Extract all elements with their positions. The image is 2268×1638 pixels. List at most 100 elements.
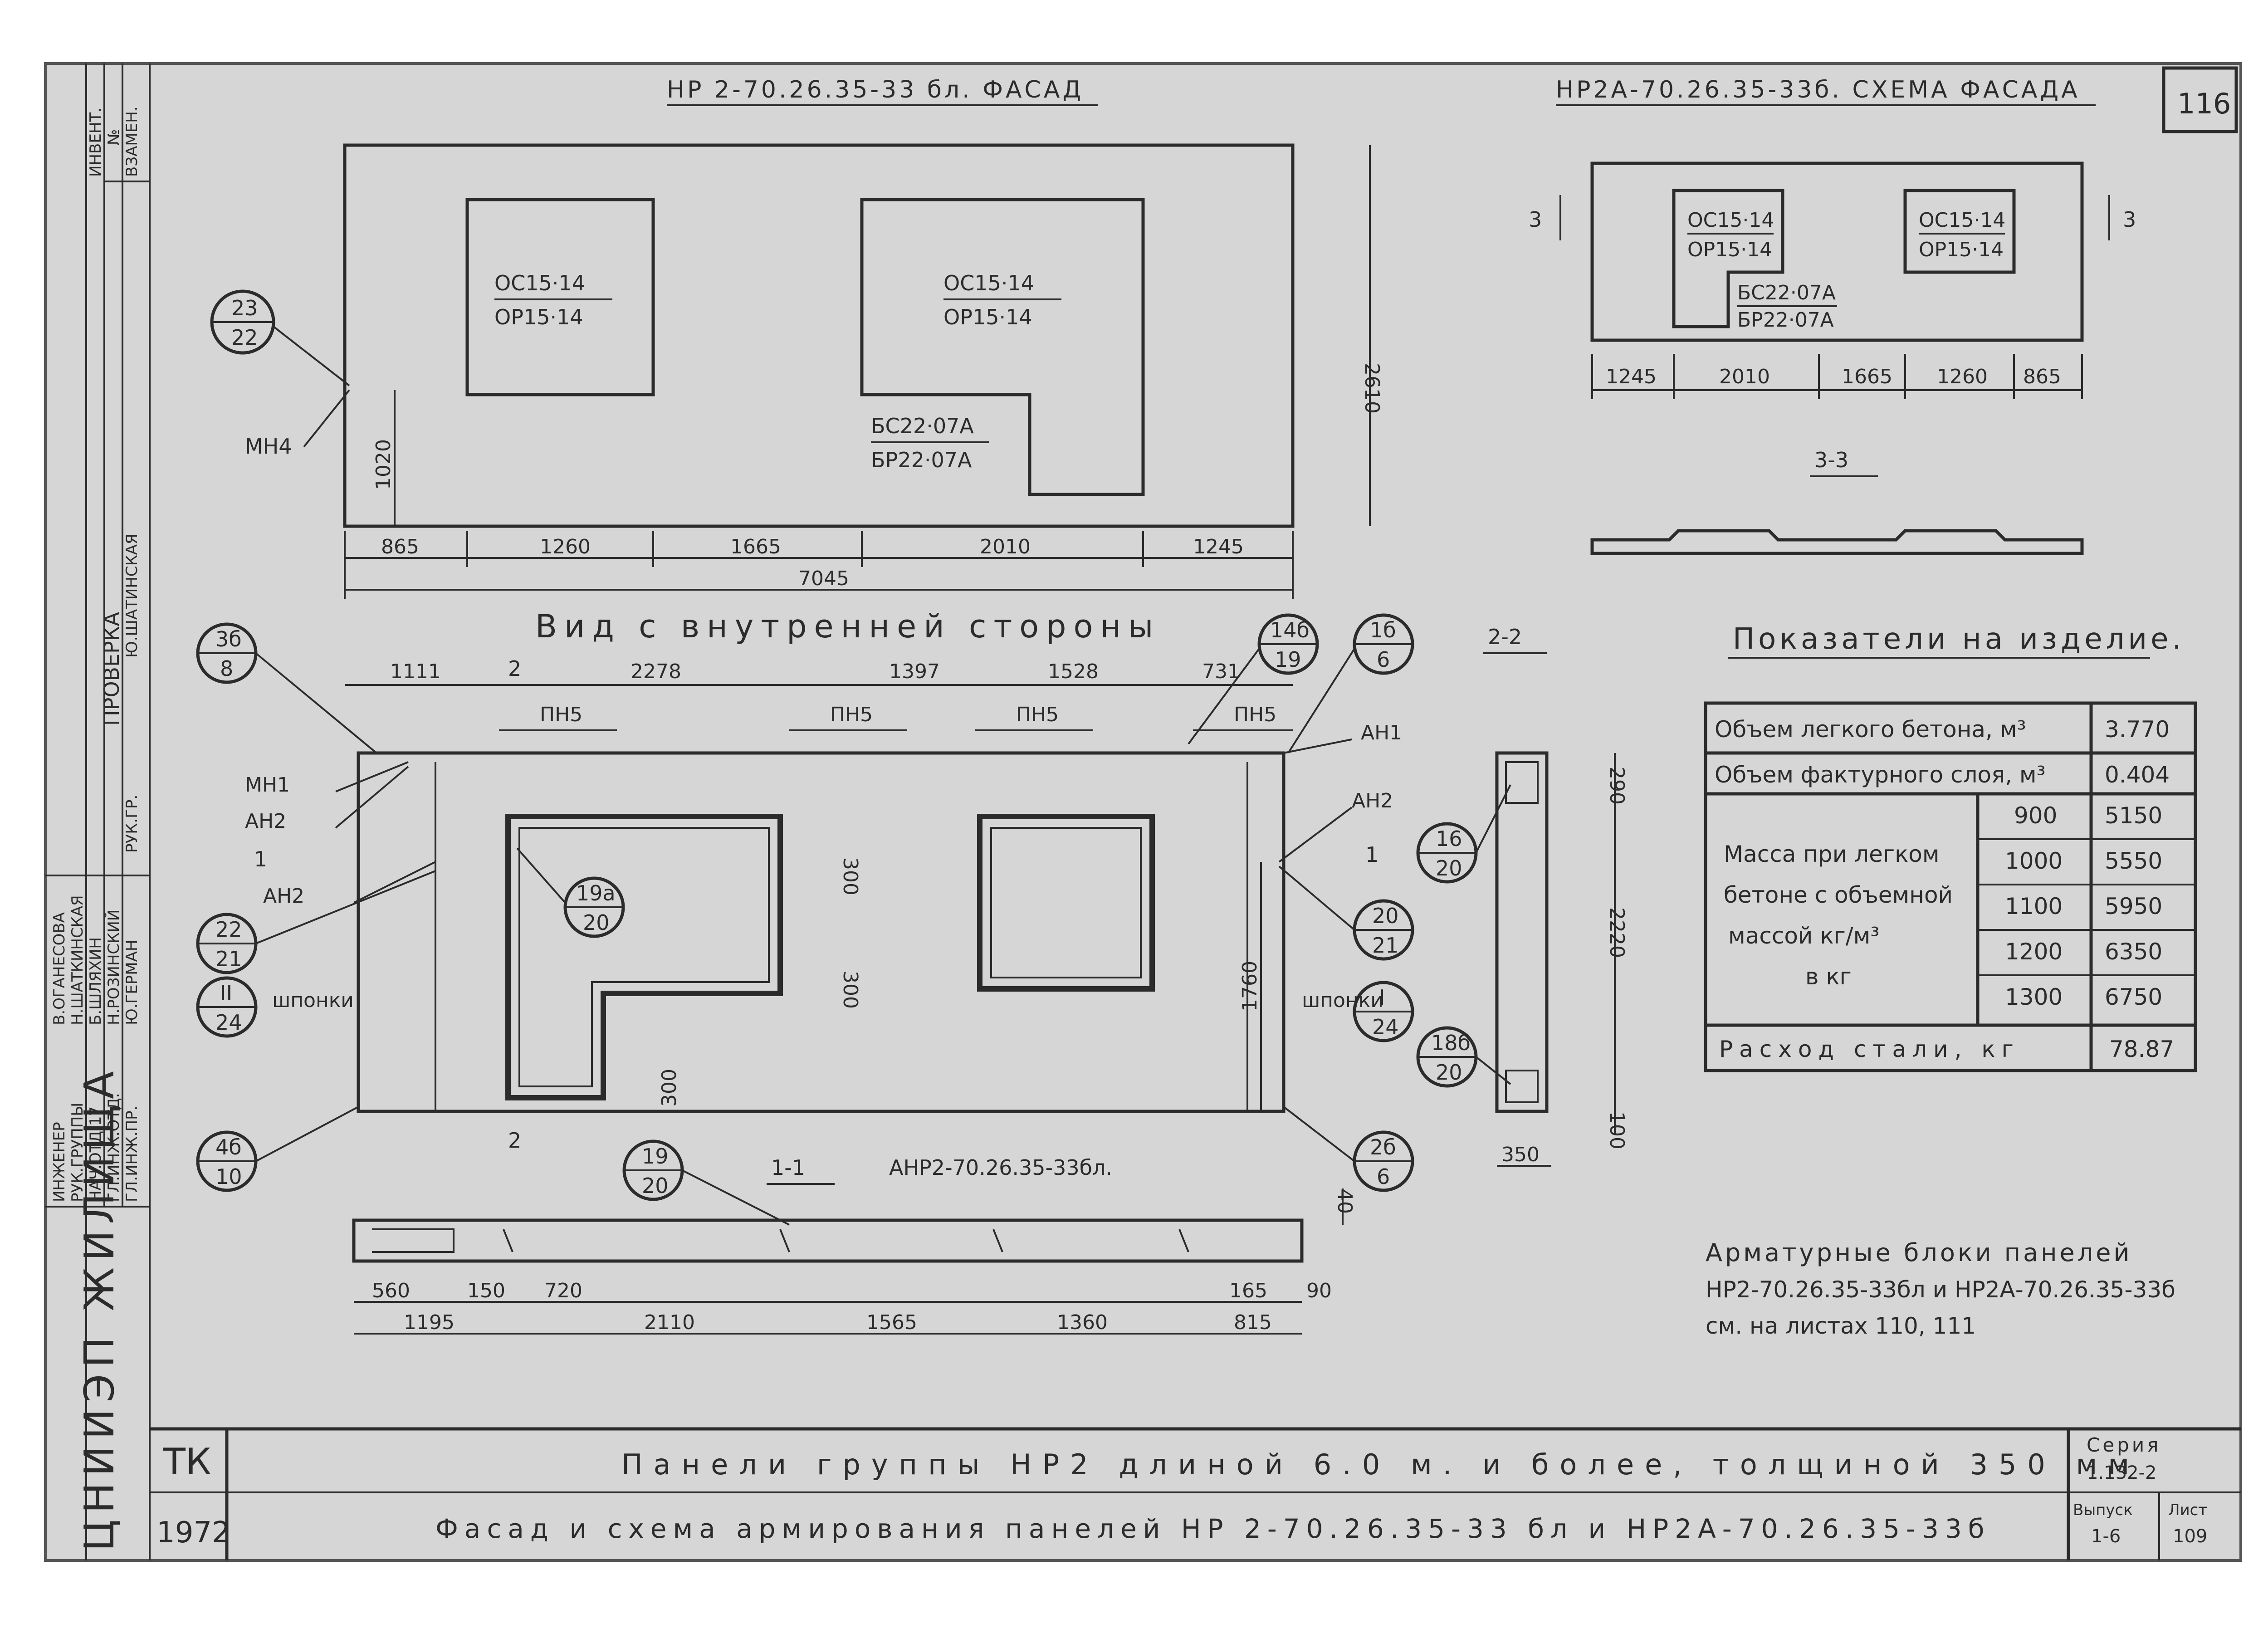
role-2: ГЛ.ИНЖ.ОТД.	[105, 1093, 123, 1202]
series-value: 1.132-2	[2087, 1462, 2156, 1483]
svg-text:1б: 1б	[1370, 618, 1396, 642]
steel-value: 78.87	[2109, 1036, 2174, 1062]
section-11-top-150: 150	[467, 1279, 505, 1302]
role-4: РУК.ГРУППЫ	[68, 1103, 87, 1202]
facade-dim-2: 1260	[540, 535, 591, 558]
sheet-value: 109	[2173, 1526, 2207, 1547]
section-11-view: 1-1 АНР2-70.26.35-33бл. 40 560 150 720 1…	[352, 1155, 1356, 1335]
section-11-bottom-2110: 2110	[644, 1311, 695, 1334]
name-1: Б.ШЛЯХИН	[87, 937, 105, 1025]
svg-text:24: 24	[215, 1010, 242, 1035]
note: Арматурные блоки панелей НР2-70.26.35-33…	[1706, 1238, 2175, 1339]
dim-v-300-3: 300	[658, 1069, 681, 1107]
svg-text:8: 8	[220, 656, 233, 681]
label-keys-left: шпонки	[272, 989, 354, 1012]
inner-dim-1: 1111	[390, 660, 441, 683]
callout-1b-6: 1б6	[1287, 613, 1414, 754]
section-11-bottom-1565: 1565	[866, 1311, 917, 1334]
sheet-label: Лист	[2168, 1501, 2207, 1519]
scheme-win2-os: ОС15·14	[1919, 209, 2005, 232]
inner-dim-4: 1528	[1048, 660, 1099, 683]
facade-win2-os: ОС15·14	[943, 271, 1034, 295]
inv-no-label: №	[105, 129, 123, 145]
facade-title: НР 2-70.26.35-33 бл. ФАСАД	[667, 76, 1084, 103]
name-3: Ю.ГЕРМАН	[123, 940, 141, 1025]
issue-value: 1-6	[2091, 1526, 2121, 1547]
density-1300: 1300	[2005, 984, 2063, 1010]
scheme-window-door	[1672, 189, 1784, 328]
mass-label-2: бетоне с объемной	[1724, 882, 1953, 908]
svg-text:22: 22	[215, 917, 242, 942]
series-label: Серия	[2087, 1434, 2161, 1456]
inner-cut-top: 2	[508, 656, 521, 681]
section-22-dim-100: 100	[1605, 1111, 1628, 1149]
svg-text:16: 16	[1436, 826, 1462, 851]
section-22-title: 2-2	[1488, 625, 1522, 649]
check-name: Ю.ШАТИНСКАЯ	[123, 533, 141, 658]
section-11-bottom-815: 815	[1234, 1311, 1272, 1334]
facade-dim-1: 865	[381, 535, 419, 558]
name-4: Н.ШАТКИНСКАЯ	[68, 895, 87, 1025]
svg-text:14б: 14б	[1270, 618, 1310, 642]
density-1200: 1200	[2005, 939, 2063, 965]
section-22-dim-290: 290	[1605, 767, 1628, 805]
scheme-outline	[1590, 161, 2084, 342]
row-light-concrete-label: Объем легкого бетона, м³	[1715, 716, 2026, 743]
svg-text:21: 21	[215, 947, 242, 971]
mass-1100: 5950	[2105, 893, 2162, 919]
svg-text:19а: 19а	[576, 881, 616, 905]
facade-sill-dim: 1020	[372, 439, 395, 490]
facade-win1-os: ОС15·14	[494, 271, 585, 295]
scheme-view: НР2А-70.26.35-33б. СХЕМА ФАСАДА ОС15·14 …	[1529, 76, 2136, 555]
row-facing-label: Объем фактурного слоя, м³	[1715, 762, 2046, 788]
callout-2b-6: 2б6	[1283, 1106, 1414, 1192]
mass-label-3: массой кг/м³	[1728, 923, 1879, 949]
svg-text:18б: 18б	[1431, 1031, 1471, 1055]
label-keys-right: шпонки	[1302, 989, 1383, 1012]
section-11-profile	[352, 1218, 1304, 1263]
pn-2: ПН5	[830, 703, 873, 726]
role-5: ИНЖЕНЕР	[50, 1122, 68, 1202]
inner-view: Вид с внутренней стороны 1111 2278 1397 …	[196, 608, 1414, 1226]
scheme-dim-4: 1260	[1937, 365, 1988, 388]
inner-dim-2: 2278	[631, 660, 681, 683]
mass-1000: 5550	[2105, 848, 2162, 874]
inner-dim-3: 1397	[889, 660, 940, 683]
facade-dim-4: 2010	[980, 535, 1031, 558]
inner-window-2	[977, 814, 1155, 992]
facade-dim-3: 1665	[730, 535, 781, 558]
check-header: ПРОВЕРКА	[99, 611, 124, 726]
section-22-dim-350: 350	[1501, 1143, 1540, 1166]
left-title-strip: ИНВЕНТ. № ВЗАМЕН. НАЧ.ОТД.17 Б.ШЛЯХИН ГЛ…	[45, 64, 151, 1560]
check-role: РУК.ГР.	[123, 795, 141, 853]
svg-text:II: II	[220, 981, 232, 1005]
inner-panel-outline	[357, 751, 1286, 1113]
svg-text:20: 20	[1372, 904, 1399, 928]
scheme-dim-2: 2010	[1719, 365, 1770, 388]
label-mn1: МН1	[245, 773, 290, 797]
issue-label: Выпуск	[2073, 1501, 2133, 1519]
role-3: ГЛ.ИНЖ.ПР.	[123, 1106, 141, 1202]
svg-text:21: 21	[1372, 933, 1399, 958]
label-an1: АН1	[1361, 721, 1402, 744]
svg-text:3б: 3б	[215, 627, 242, 651]
density-1000: 1000	[2005, 848, 2063, 874]
svg-text:19: 19	[1275, 647, 1301, 672]
facade-window-1	[465, 198, 655, 396]
row-facing-value: 0.404	[2105, 762, 2170, 788]
label-an2-right: АН2	[1352, 789, 1393, 812]
scheme-cut-right: 3	[2123, 207, 2136, 232]
section-22-profile	[1495, 751, 1549, 1113]
scheme-dim-5: 865	[2023, 365, 2061, 388]
callout-ii-24: II 24	[196, 976, 258, 1038]
note-line-2: НР2-70.26.35-33бл и НР2А-70.26.35-33б	[1706, 1276, 2175, 1303]
facade-door-br: БР22·07А	[871, 448, 972, 472]
pn-3: ПН5	[1016, 703, 1059, 726]
name-5: В.ОГАНЕСОВА	[50, 912, 68, 1025]
